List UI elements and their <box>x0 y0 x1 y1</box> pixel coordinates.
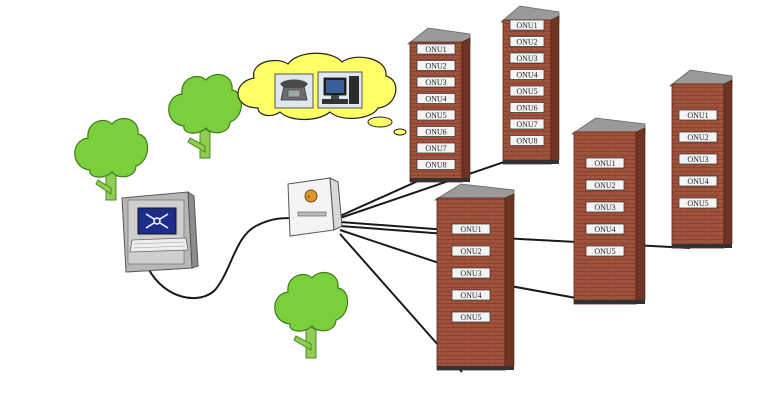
onu-label-box <box>585 157 625 169</box>
onu-label: ONU4 <box>594 225 615 234</box>
drop-cable-building-3 <box>339 221 449 231</box>
onu-label-box <box>416 93 456 104</box>
side-facade <box>635 127 646 305</box>
olt-terminal-icon <box>121 191 199 273</box>
onu-label-box <box>416 43 456 55</box>
onu-label-box <box>585 223 625 235</box>
tree-icon <box>274 271 349 359</box>
onu-label-box <box>416 76 456 88</box>
tree-icon <box>168 73 243 159</box>
onu-label-box <box>451 311 491 323</box>
onu-label: ONU4 <box>687 177 708 186</box>
onu-label: ONU5 <box>425 111 446 120</box>
base <box>437 366 514 370</box>
onu-label-box <box>509 69 545 80</box>
onu-label-box <box>416 60 456 71</box>
buildings-group: ONU1ONU2ONU3ONU4ONU5ONU6ONU7ONU8ONU1ONU2… <box>406 5 733 371</box>
side-facade <box>461 37 471 183</box>
base <box>574 300 645 304</box>
onu-label-box <box>585 201 625 213</box>
onu-label-box <box>451 289 491 301</box>
svg-text:+: + <box>307 195 311 201</box>
user-services-cloud <box>237 52 407 136</box>
side-facade <box>550 15 560 165</box>
onu-label: ONU1 <box>460 225 481 234</box>
onu-label-box <box>509 85 545 97</box>
onu-label: ONU1 <box>687 111 708 120</box>
onu-label: ONU7 <box>425 144 446 153</box>
onu-label-box <box>678 197 718 209</box>
onu-label-box <box>585 245 625 257</box>
onu-label: ONU2 <box>687 133 708 142</box>
onu-label: ONU2 <box>425 62 446 71</box>
onu-label: ONU5 <box>460 313 481 322</box>
side-facade <box>504 193 515 371</box>
base <box>503 160 559 164</box>
onu-label: ONU5 <box>687 199 708 208</box>
onu-label-box <box>678 153 718 165</box>
onu-label: ONU4 <box>460 291 481 300</box>
drop-cable-building-2 <box>339 159 511 219</box>
base <box>410 178 470 182</box>
onu-label-box <box>509 19 545 31</box>
onu-label: ONU2 <box>516 38 537 47</box>
optical-splitter-icon: + <box>287 177 343 237</box>
onu-label: ONU5 <box>594 247 615 256</box>
onu-label: ONU2 <box>460 247 481 256</box>
onu-label-box <box>585 179 625 191</box>
onu-label: ONU8 <box>425 161 446 170</box>
onu-label-box <box>416 109 456 121</box>
onu-label: ONU5 <box>516 87 537 96</box>
desktop-computer-icon <box>317 71 363 109</box>
onu-label: ONU3 <box>460 269 481 278</box>
onu-label-box <box>416 142 456 154</box>
onu-label-box <box>451 245 491 257</box>
telephone-icon <box>274 73 314 109</box>
onu-label-box <box>509 52 545 64</box>
onu-label-box <box>416 126 456 137</box>
onu-label: ONU7 <box>516 120 537 129</box>
onu-label: ONU3 <box>516 54 537 63</box>
onu-label: ONU4 <box>425 95 446 104</box>
base <box>672 244 732 248</box>
feeder-cable <box>147 217 293 299</box>
onu-label-box <box>416 159 456 170</box>
onu-label: ONU3 <box>687 155 708 164</box>
onu-label-box <box>509 118 545 130</box>
onu-label-box <box>678 109 718 121</box>
onu-label: ONU6 <box>516 104 537 113</box>
onu-label: ONU1 <box>516 21 537 30</box>
onu-label-box <box>509 36 545 47</box>
onu-label: ONU2 <box>594 181 615 190</box>
onu-label-box <box>509 135 545 146</box>
onu-label: ONU3 <box>425 78 446 87</box>
onu-label-box <box>509 102 545 113</box>
onu-label-box <box>451 223 491 235</box>
onu-label: ONU3 <box>594 203 615 212</box>
side-facade <box>723 79 733 249</box>
onu-label: ONU4 <box>516 71 537 80</box>
onu-label-box <box>678 131 718 143</box>
onu-label: ONU8 <box>516 137 537 146</box>
onu-label-box <box>451 267 491 279</box>
onu-label: ONU1 <box>594 159 615 168</box>
onu-label-box <box>678 175 718 187</box>
facade <box>671 83 725 249</box>
tree-icon <box>74 117 149 201</box>
onu-label: ONU1 <box>425 45 446 54</box>
onu-label: ONU6 <box>425 128 446 137</box>
